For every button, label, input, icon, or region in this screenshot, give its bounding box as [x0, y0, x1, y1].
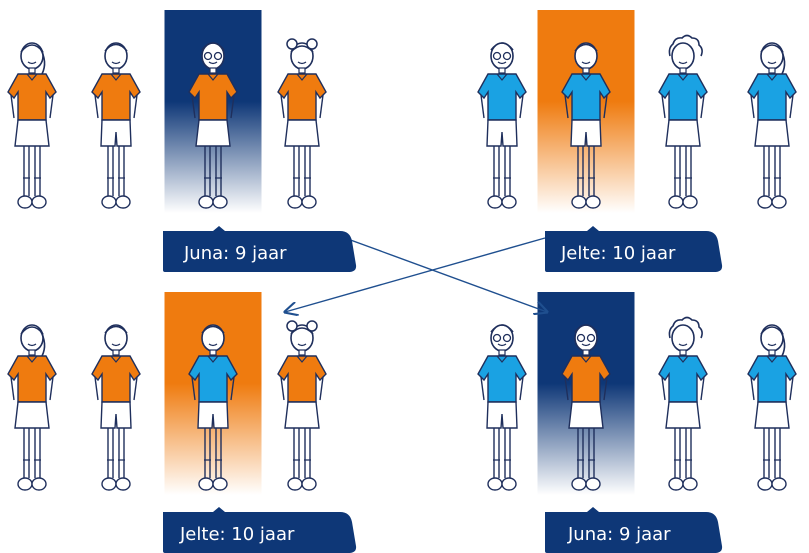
label-text: Jelte: 10 jaar — [179, 524, 295, 545]
shoe — [212, 195, 228, 209]
shoe — [212, 477, 228, 491]
child-figure — [277, 38, 327, 209]
head — [671, 42, 695, 70]
child-figure — [188, 324, 238, 491]
label-top-right: Jelte: 10 jaar — [545, 226, 723, 272]
shoe — [771, 195, 787, 209]
label-bg — [163, 507, 357, 553]
shorts — [100, 119, 132, 147]
child-figure — [477, 324, 527, 491]
shoe — [668, 477, 684, 491]
skirt — [754, 401, 790, 429]
head — [760, 42, 784, 70]
swap-arrows — [285, 237, 547, 312]
shoe — [585, 477, 601, 491]
shoe — [17, 477, 33, 491]
label-bg — [163, 226, 357, 272]
shoe — [668, 195, 684, 209]
label-top-left: Juna: 9 jaar — [163, 226, 357, 272]
shorts — [486, 119, 518, 147]
shorts — [197, 401, 229, 429]
skirt — [14, 119, 50, 147]
shoe — [682, 195, 698, 209]
skirt — [568, 401, 604, 429]
shoe — [757, 195, 773, 209]
shoe — [301, 477, 317, 491]
skirt — [284, 401, 320, 429]
shoe — [771, 477, 787, 491]
shorts — [486, 401, 518, 429]
skirt — [14, 401, 50, 429]
shoe — [101, 195, 117, 209]
shorts — [570, 119, 602, 147]
shoe — [571, 477, 587, 491]
skirt — [195, 119, 231, 147]
shoe — [487, 195, 503, 209]
shoe — [31, 477, 47, 491]
group-top-right — [477, 10, 797, 213]
group-bottom-left — [7, 292, 327, 495]
shoe — [757, 477, 773, 491]
head — [20, 324, 44, 352]
arrow-juna-to-bottom-right — [344, 237, 547, 312]
shoe — [571, 195, 587, 209]
skirt — [665, 401, 701, 429]
child-figure — [658, 316, 708, 491]
shoe — [585, 195, 601, 209]
child-figure — [7, 42, 57, 209]
arrow-jelte-to-bottom-left — [285, 237, 546, 312]
label-text: Juna: 9 jaar — [183, 243, 287, 264]
shoe — [115, 477, 131, 491]
shoe — [301, 195, 317, 209]
shoe — [501, 195, 517, 209]
skirt — [665, 119, 701, 147]
label-bottom-left: Jelte: 10 jaar — [163, 507, 357, 553]
child-figure — [747, 42, 797, 209]
child-figure — [658, 34, 708, 209]
label-bg — [545, 226, 723, 272]
child-figure — [561, 324, 611, 491]
shoe — [17, 195, 33, 209]
child-figure — [477, 42, 527, 209]
group-top-left — [7, 10, 327, 213]
shoe — [501, 477, 517, 491]
label-bg — [545, 507, 723, 553]
shoe — [287, 477, 303, 491]
shoe — [198, 477, 214, 491]
shoe — [31, 195, 47, 209]
shorts — [100, 401, 132, 429]
label-bottom-right: Juna: 9 jaar — [545, 507, 723, 553]
skirt — [754, 119, 790, 147]
head — [20, 42, 44, 70]
child-figure — [91, 42, 141, 209]
child-figure — [188, 42, 238, 209]
label-text: Jelte: 10 jaar — [560, 243, 676, 264]
child-figure — [747, 324, 797, 491]
shoe — [287, 195, 303, 209]
child-figure — [7, 324, 57, 491]
shoe — [101, 477, 117, 491]
shoe — [487, 477, 503, 491]
child-figure — [91, 324, 141, 491]
shoe — [115, 195, 131, 209]
shoe — [198, 195, 214, 209]
child-figure — [277, 320, 327, 491]
skirt — [284, 119, 320, 147]
child-figure — [561, 42, 611, 209]
group-bottom-right — [477, 292, 797, 495]
head — [671, 324, 695, 352]
shoe — [682, 477, 698, 491]
label-text: Juna: 9 jaar — [567, 524, 671, 545]
head — [760, 324, 784, 352]
